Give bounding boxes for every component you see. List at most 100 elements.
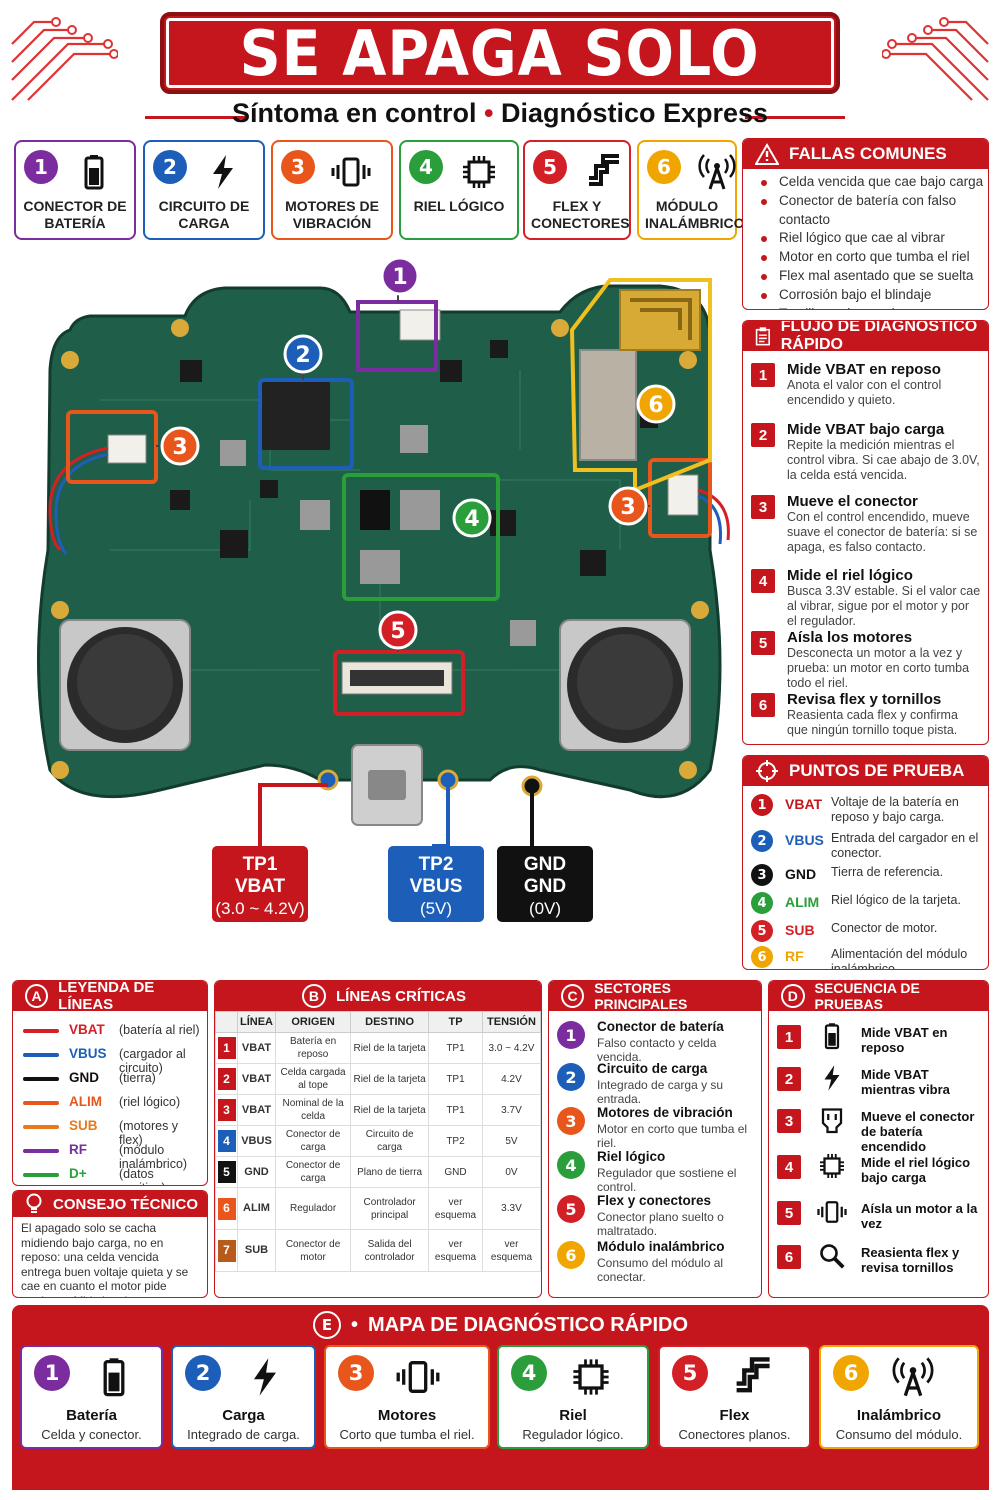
mapa-card-number: 5 (672, 1355, 708, 1391)
punto-row-1: 1 VBAT Voltaje de la batería en reposo y… (751, 794, 982, 824)
cell-origin: Conector de carga (274, 1156, 352, 1188)
secuencia-row-6: 6 Reasienta flex y revisa tornillos (777, 1241, 982, 1285)
mapa-card-description: Integrado de carga. (187, 1427, 300, 1442)
seq-number: 5 (777, 1201, 801, 1225)
top-card-1[interactable]: 1 CONECTOR DE BATERÍA (14, 140, 136, 240)
top-card-6[interactable]: 6 MÓDULO INALÁMBRICO (637, 140, 745, 240)
seq-title: Mueve el conector de batería encendido (861, 1109, 975, 1154)
mapa-card-description: Regulador lógico. (522, 1427, 624, 1442)
seq-title: Mide el riel lógico bajo carga (861, 1155, 971, 1185)
seq-title: Mide VBAT en reposo (861, 1025, 948, 1055)
antenna-icon (891, 1355, 935, 1399)
sector-row-6: 6 Módulo inalámbrico Consumo del módulo … (557, 1239, 755, 1284)
cell-origin: Conector de carga (274, 1125, 352, 1157)
line-description: (riel lógico) (119, 1095, 181, 1109)
mapa-card-6[interactable]: 6 Inalámbrico Consumo del módulo. (819, 1345, 979, 1449)
page-title: SE APAGA SOLO (160, 12, 840, 94)
consejo-text: El apagado solo se cacha midiendo bajo c… (21, 1221, 189, 1297)
punto-row-5: 5 SUB Conector de motor. (751, 920, 982, 946)
sector-description: Integrado de carga y su entrada. (597, 1078, 724, 1106)
lightbulb-icon (26, 1193, 42, 1213)
seq-title: Aísla un motor a la vez (861, 1201, 978, 1231)
line-name: SUB (69, 1118, 98, 1133)
top-card-label: MÓDULO INALÁMBRICO (645, 198, 745, 231)
top-card-label: FLEX Y CONECTORES (531, 198, 630, 231)
mapa-card-description: Celda y conector. (41, 1427, 142, 1442)
connector-icon (817, 1105, 847, 1135)
secuencia-row-1: 1 Mide VBAT en reposo (777, 1021, 982, 1065)
row-number: 3 (217, 1099, 236, 1121)
mapa-card-1[interactable]: 1 Batería Celda y conector. (20, 1345, 163, 1449)
punto-description: Entrada del cargador en el conector. (831, 831, 979, 860)
subtitle-rule-right (745, 116, 845, 119)
top-card-3[interactable]: 3 MOTORES DE VIBRACIÓN (271, 140, 393, 240)
battery-icon (74, 152, 114, 192)
top-card-number: 2 (153, 150, 187, 184)
flujo-step-3: 3 Mueve el conector Con el control encen… (751, 493, 982, 555)
punto-name: SUB (785, 922, 815, 938)
chip-icon (459, 152, 499, 192)
testpoint-name: GND (523, 854, 567, 875)
line-description: (cargador al circuito) (119, 1047, 186, 1075)
top-card-2[interactable]: 2 CIRCUITO DE CARGA (143, 140, 265, 240)
line-description: (batería al riel) (119, 1023, 200, 1037)
testpoint-gnd: GND GND (0V) (497, 846, 593, 922)
svg-text:2: 2 (295, 343, 310, 368)
sector-number: 5 (557, 1195, 585, 1223)
testpoint-name: TP1 (242, 854, 278, 875)
battery-icon (817, 1021, 847, 1051)
punto-description: Riel lógico de la tarjeta. (831, 893, 961, 907)
top-card-label: CONECTOR DE BATERÍA (23, 198, 127, 231)
seq-title: Mide VBAT mientras vibra (861, 1067, 950, 1097)
table-row: 2 VBAT Celda cargada al tope Riel de la … (215, 1063, 541, 1095)
fallas-header: FALLAS COMUNES (743, 139, 988, 169)
cell-dest: Plano de tierra (350, 1156, 430, 1188)
step-description: Anota el valor con el control encendido … (787, 378, 942, 407)
cell-voltage: 3.0 ~ 4.2V (481, 1032, 541, 1064)
falla-item: Conector de batería con falso contacto (743, 192, 988, 230)
sector-title: Conector de batería (597, 1019, 724, 1034)
circuit-decoration-left (11, 17, 118, 101)
svg-text:3: 3 (620, 495, 635, 520)
punto-description: Conector de motor. (831, 921, 938, 935)
fallas-comunes-panel: FALLAS COMUNES Celda vencida que cae baj… (742, 138, 989, 310)
mapa-card-5[interactable]: 5 Flex Conectores planos. (658, 1345, 811, 1449)
testpoint-voltage: (5V) (419, 899, 453, 918)
board-marker-5: 5 (378, 610, 418, 650)
col-header: TP (428, 1011, 483, 1033)
top-card-5[interactable]: 5 FLEX Y CONECTORES (523, 140, 631, 240)
punto-number: 1 (751, 794, 773, 816)
line-swatch (23, 1053, 59, 1057)
punto-name: RF (785, 948, 804, 964)
punto-number: 3 (751, 864, 773, 886)
vibration-icon (817, 1197, 847, 1227)
mapa-card-4[interactable]: 4 Riel Regulador lógico. (497, 1345, 649, 1449)
puntos-header: PUNTOS DE PRUEBA (743, 756, 988, 786)
mapa-card-3[interactable]: 3 Motores Corto que tumba el riel. (324, 1345, 490, 1449)
top-card-4[interactable]: 4 RIEL LÓGICO (399, 140, 519, 240)
sector-number: 6 (557, 1241, 585, 1269)
chip-icon (817, 1151, 847, 1181)
top-card-label: RIEL LÓGICO (413, 198, 505, 214)
step-number: 1 (751, 363, 775, 387)
sector-description: Falso contacto y celda vencida. (597, 1036, 717, 1064)
lightning-icon (203, 152, 243, 192)
line-description: (módulo inalámbrico) (119, 1143, 188, 1171)
testpoint-leaders (258, 783, 534, 848)
mapa-card-2[interactable]: 2 Carga Integrado de carga. (171, 1345, 316, 1449)
sector-title: Circuito de carga (597, 1061, 708, 1076)
punto-description: Voltaje de la batería en reposo y bajo c… (831, 795, 959, 824)
punto-name: ALIM (785, 894, 820, 910)
cell-tp: TP1 (428, 1063, 483, 1095)
row-number: 7 (217, 1239, 236, 1262)
cell-line: VBAT (237, 1094, 276, 1126)
cell-dest: Salida del controlador (350, 1229, 430, 1272)
svg-text:1: 1 (392, 265, 407, 290)
step-description: Reasienta cada flex y confirma que ningú… (787, 708, 958, 737)
flujo-step-2: 2 Mide VBAT bajo carga Repite la medició… (751, 421, 982, 483)
mapa-card-title: Motores (377, 1407, 437, 1424)
